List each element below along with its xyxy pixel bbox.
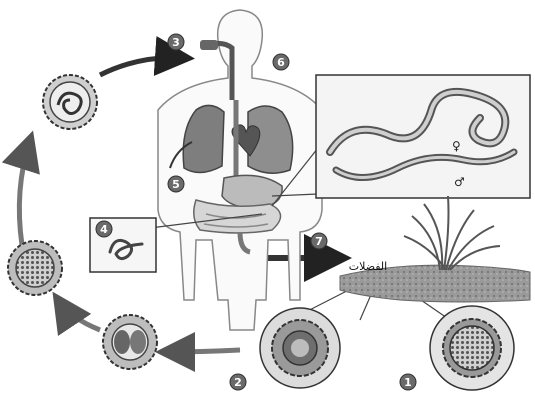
male-symbol: ♂ bbox=[454, 175, 465, 189]
stomach bbox=[222, 175, 282, 208]
grass-plant bbox=[404, 196, 500, 270]
svg-text:5: 5 bbox=[172, 178, 180, 191]
badge-4: 4 bbox=[96, 221, 112, 237]
embryonated-egg-zoom bbox=[430, 306, 514, 390]
feces-label: الفضلات bbox=[349, 260, 387, 273]
svg-text:1: 1 bbox=[404, 376, 412, 389]
svg-text:6: 6 bbox=[277, 56, 285, 69]
badge-5: 5 bbox=[168, 176, 184, 192]
svg-text:4: 4 bbox=[100, 223, 108, 236]
arrow-two-cell-to-morula bbox=[58, 300, 100, 330]
egg-two-cell bbox=[103, 315, 157, 369]
badge-2: 2 bbox=[230, 374, 246, 390]
soil-scene: الفضلات bbox=[340, 196, 530, 302]
badge-6: 6 bbox=[273, 54, 289, 70]
adult-worms-inset: ♀ ♂ bbox=[316, 75, 530, 198]
unembryonated-egg-zoom bbox=[260, 308, 340, 388]
female-symbol: ♀ bbox=[452, 139, 461, 153]
badge-1: 1 bbox=[400, 374, 416, 390]
svg-text:7: 7 bbox=[315, 235, 323, 248]
svg-text:2: 2 bbox=[234, 376, 242, 389]
arrow-egg2-to-two-cell bbox=[165, 350, 240, 352]
egg-morula bbox=[8, 241, 62, 295]
arrow-morula-to-larva-egg bbox=[19, 140, 30, 245]
badge-7: 7 bbox=[311, 233, 327, 249]
svg-text:3: 3 bbox=[172, 36, 180, 49]
arrow-larva-egg-to-mouth bbox=[100, 58, 185, 75]
badge-3: 3 bbox=[168, 34, 184, 50]
egg-with-larva bbox=[43, 75, 97, 129]
